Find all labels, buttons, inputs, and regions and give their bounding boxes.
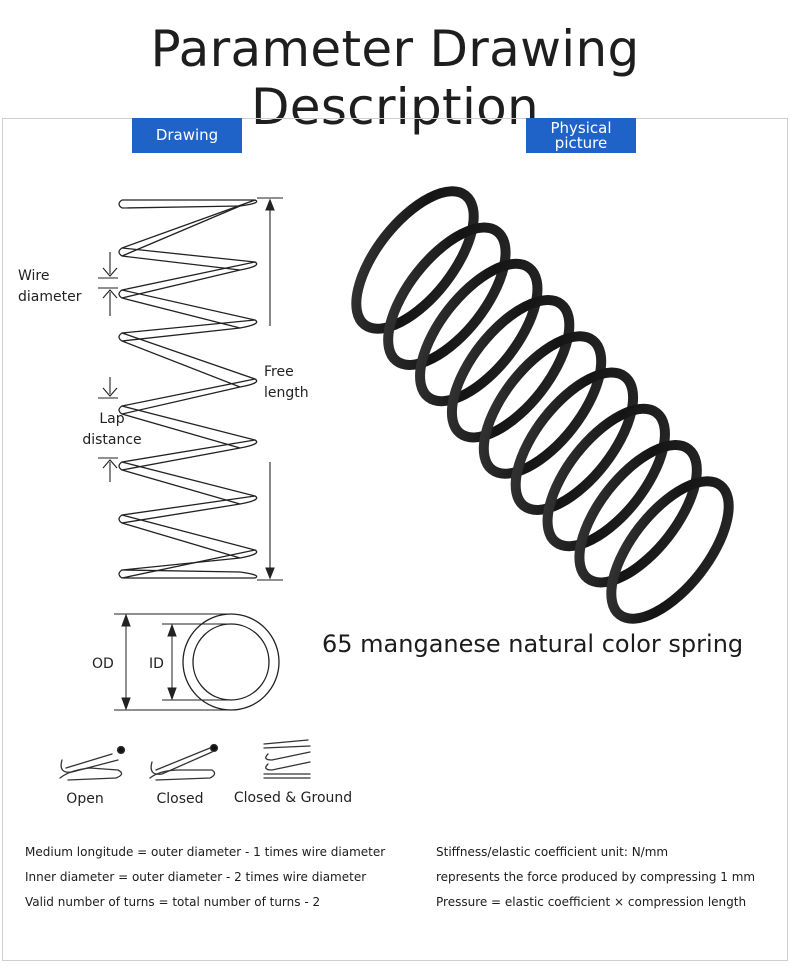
note-medium-longitude: Medium longitude = outer diameter - 1 ti… xyxy=(25,845,386,859)
open-end-label: Open xyxy=(66,791,104,807)
spring-coil-turn xyxy=(478,331,607,479)
free-length-label: Free length xyxy=(264,364,309,401)
note-pressure: Pressure = elastic coefficient × compres… xyxy=(436,895,747,909)
note-force-compress: represents the force produced by compres… xyxy=(436,870,756,884)
lap-distance-label: Lap distance xyxy=(82,411,142,448)
spring-coil-turn xyxy=(574,440,702,588)
closed-end-label: Closed xyxy=(156,791,204,807)
page-title: Parameter Drawing Description xyxy=(150,20,640,136)
note-inner-diameter: Inner diameter = outer diameter - 2 time… xyxy=(25,870,367,884)
spring-coil-turn xyxy=(542,403,670,552)
spring-coil-turn xyxy=(351,186,479,334)
photo-caption: 65 manganese natural color spring xyxy=(322,630,744,658)
od-label: OD xyxy=(92,656,114,672)
wire-diameter-label: Wire diameter xyxy=(18,268,82,305)
spring-coil-turn xyxy=(606,476,734,624)
id-label: ID xyxy=(149,656,164,672)
spring-photo xyxy=(351,186,734,624)
notes-right: Stiffness/elastic coefficient unit: N/mm… xyxy=(436,840,755,915)
content-panel xyxy=(2,118,788,961)
physical-picture-label: Physical picture xyxy=(550,118,612,152)
spring-coil-turn xyxy=(383,222,511,370)
drawing-tab: Drawing xyxy=(132,118,242,153)
closed-ground-end-label: Closed & Ground xyxy=(233,790,353,806)
notes-left: Medium longitude = outer diameter - 1 ti… xyxy=(25,840,385,915)
physical-picture-tab: Physical picture xyxy=(526,118,636,153)
note-stiffness-unit: Stiffness/elastic coefficient unit: N/mm xyxy=(436,845,669,859)
spring-coil-turn xyxy=(446,295,575,443)
spring-coil-turn xyxy=(510,367,639,515)
spring-coil-turn xyxy=(415,258,543,407)
note-valid-turns: Valid number of turns = total number of … xyxy=(25,895,321,909)
